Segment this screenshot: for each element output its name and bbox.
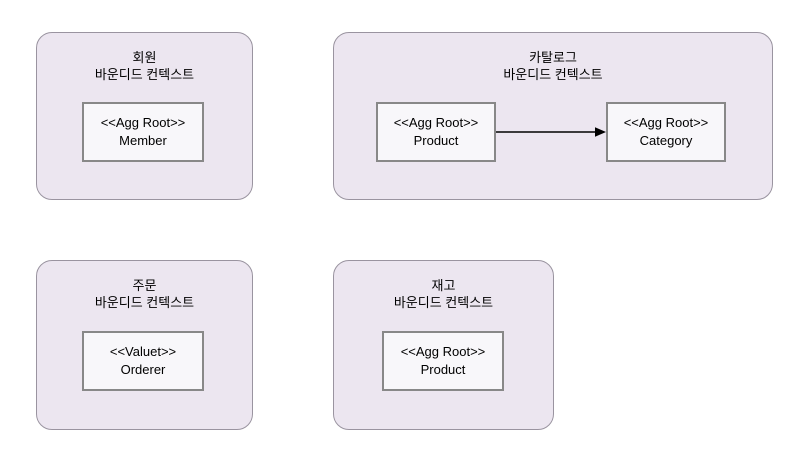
node-product-inventory: <<Agg Root>> Product: [382, 331, 504, 391]
node-category: <<Agg Root>> Category: [606, 102, 726, 162]
context-title-line2: 바운디드 컨텍스트: [94, 295, 195, 310]
node-name: Orderer: [120, 362, 166, 377]
node-name: Category: [639, 133, 693, 148]
node-stereotype: <<Agg Root>>: [100, 115, 186, 130]
context-title-catalog: 카탈로그 바운디드 컨텍스트: [334, 49, 772, 83]
node-name: Product: [420, 362, 466, 377]
context-title-member: 회원 바운디드 컨텍스트: [37, 49, 252, 83]
node-name: Member: [119, 133, 167, 148]
node-stereotype: <<Agg Root>>: [400, 344, 486, 359]
bounded-context-member: 회원 바운디드 컨텍스트 <<Agg Root>> Member: [36, 32, 253, 200]
context-title-line1: 재고: [431, 278, 456, 293]
context-title-line2: 바운디드 컨텍스트: [393, 295, 494, 310]
context-title-line1: 회원: [132, 50, 157, 65]
node-member: <<Agg Root>> Member: [82, 102, 204, 162]
node-stereotype: <<Valuet>>: [109, 344, 177, 359]
node-name: Product: [413, 133, 459, 148]
context-title-line2: 바운디드 컨텍스트: [94, 67, 195, 82]
node-product-catalog: <<Agg Root>> Product: [376, 102, 496, 162]
bounded-context-catalog: 카탈로그 바운디드 컨텍스트 <<Agg Root>> Product <<Ag…: [333, 32, 773, 200]
bounded-context-order: 주문 바운디드 컨텍스트 <<Valuet>> Orderer: [36, 260, 253, 430]
context-title-order: 주문 바운디드 컨텍스트: [37, 277, 252, 311]
context-title-inventory: 재고 바운디드 컨텍스트: [334, 277, 553, 311]
bounded-context-inventory: 재고 바운디드 컨텍스트 <<Agg Root>> Product: [333, 260, 554, 430]
context-title-line1: 카탈로그: [529, 50, 577, 65]
node-stereotype: <<Agg Root>>: [393, 115, 479, 130]
product-to-category-arrow: [496, 127, 606, 137]
node-stereotype: <<Agg Root>>: [623, 115, 709, 130]
node-orderer: <<Valuet>> Orderer: [82, 331, 204, 391]
context-title-line1: 주문: [132, 278, 157, 293]
context-title-line2: 바운디드 컨텍스트: [503, 67, 603, 82]
